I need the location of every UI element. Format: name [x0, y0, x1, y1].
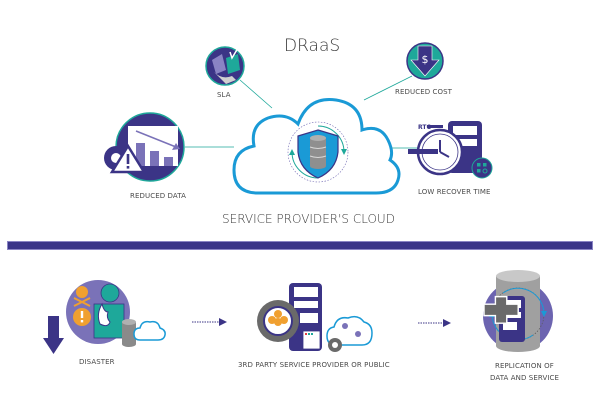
database-icon [122, 319, 136, 347]
cycle-arrow-top [317, 125, 345, 153]
server-icon [289, 283, 322, 351]
globe-cloud-icon [326, 315, 373, 346]
skull-icon [73, 286, 91, 307]
replication-label-line1: REPLICATION OF [495, 362, 554, 370]
gear-icon [257, 300, 299, 342]
reduced-data-label: REDUCED DATA [130, 192, 186, 200]
plus-icon [483, 295, 519, 324]
diagram-title: DRaaS [284, 36, 341, 56]
database-icon [309, 135, 327, 169]
disaster-label: DISASTER [79, 358, 115, 366]
section-divider [7, 241, 593, 250]
reduced-cost-label: REDUCED COST [395, 88, 453, 96]
connector-sla [239, 79, 273, 109]
alert-icon [73, 308, 91, 326]
small-gear-icon [328, 338, 342, 352]
sla-label: SLA [217, 91, 231, 99]
cloud-label: SERVICE PROVIDER'S CLOUD [222, 212, 395, 226]
third-party-label: 3RD PARTY SERVICE PROVIDER OR PUBLIC [238, 361, 390, 369]
cycle-ring [287, 121, 349, 183]
connector-reduced-cost [363, 75, 413, 101]
svg-text:$: $ [422, 53, 429, 66]
replication-label-line2: DATA AND SERVICE [490, 374, 560, 382]
fire-icon [97, 302, 111, 327]
low-recover-time-label: LOW RECOVER TIME [418, 188, 491, 196]
cycle-arrow-bottom [291, 151, 319, 179]
warning-icon [109, 143, 147, 174]
down-arrow-icon [43, 316, 64, 354]
rto-badge: RTO [418, 124, 432, 131]
cloud-icon [133, 320, 166, 341]
